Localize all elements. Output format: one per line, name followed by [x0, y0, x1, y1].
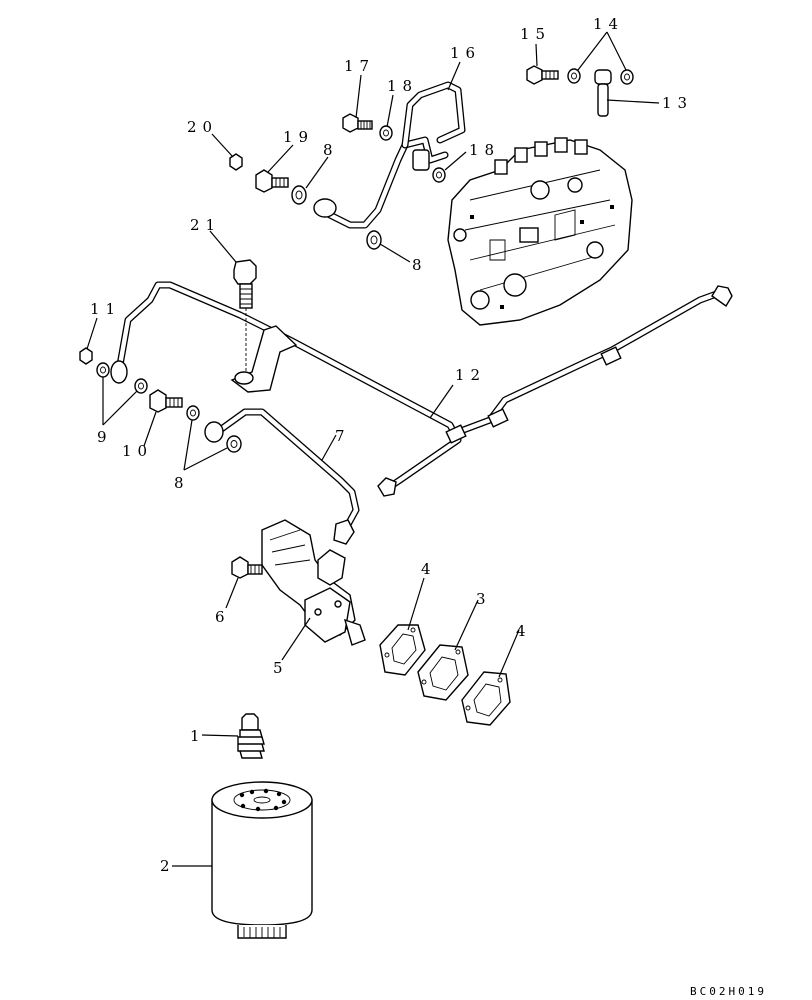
- callout-7: 7: [335, 427, 351, 445]
- washer-18-upper: [379, 125, 393, 141]
- return-pipe-16: [313, 81, 466, 229]
- injection-pump: [447, 137, 633, 326]
- callout-17: 17: [344, 57, 375, 75]
- callout-4-right: 4: [516, 622, 532, 640]
- callout-10: 10: [122, 442, 153, 460]
- callout-labels: 17 18 16 18 20 19 8 8 15 14 13 21 11 12 …: [90, 15, 693, 875]
- bolt-19: [255, 169, 289, 193]
- callout-21: 21: [190, 216, 221, 234]
- callout-18-lower: 18: [469, 141, 500, 159]
- callout-4-left: 4: [421, 560, 437, 578]
- pipe-clamp: [230, 325, 298, 393]
- fuel-pipe-7: [204, 408, 360, 545]
- bolt-21: [233, 259, 257, 372]
- bolt-15: [526, 65, 559, 85]
- washer-8-right: [366, 230, 382, 250]
- callout-2: 2: [160, 857, 176, 875]
- washer-18-lower: [432, 167, 446, 183]
- callout-6: 6: [215, 608, 231, 626]
- bolt-10: [149, 389, 183, 413]
- callout-13: 13: [662, 94, 693, 112]
- callout-3: 3: [476, 590, 492, 608]
- fuel-filter-2: [211, 781, 313, 939]
- callout-11: 11: [90, 300, 121, 318]
- gasket-4-right: [461, 671, 511, 726]
- callout-8-lower: 8: [174, 474, 190, 492]
- washer-8-lower-b: [226, 435, 242, 453]
- banjo-fitting-13: [594, 69, 612, 117]
- bolt-11: [79, 347, 93, 365]
- callout-16: 16: [450, 44, 481, 62]
- bolt-6: [231, 556, 263, 579]
- callout-15: 15: [520, 25, 551, 43]
- washer-8-lower-a: [186, 405, 200, 421]
- drawing-code: BC02H019: [690, 985, 767, 998]
- gasket-4-left: [379, 624, 426, 676]
- leader-lines: [86, 31, 660, 867]
- feed-pump-5: [261, 519, 366, 646]
- callout-20: 20: [187, 118, 218, 136]
- callout-8-right: 8: [412, 256, 428, 274]
- washer-9-right: [134, 378, 148, 394]
- washer-8-upper: [291, 185, 307, 205]
- callout-18-upper: 18: [387, 77, 418, 95]
- callout-19: 19: [283, 128, 314, 146]
- callout-12: 12: [455, 366, 486, 384]
- callout-14: 14: [593, 15, 624, 33]
- callout-1: 1: [190, 727, 206, 745]
- callout-8-upper: 8: [323, 141, 339, 159]
- washers-14: [567, 68, 634, 85]
- bolt-20: [229, 153, 243, 171]
- fuel-pipe-12: [110, 281, 733, 497]
- callout-5: 5: [273, 659, 289, 677]
- filter-adapter-1: [237, 713, 265, 759]
- washer-9-left: [96, 362, 110, 378]
- gasket-3: [417, 644, 469, 701]
- callout-9: 9: [97, 428, 113, 446]
- bolt-17: [342, 113, 373, 133]
